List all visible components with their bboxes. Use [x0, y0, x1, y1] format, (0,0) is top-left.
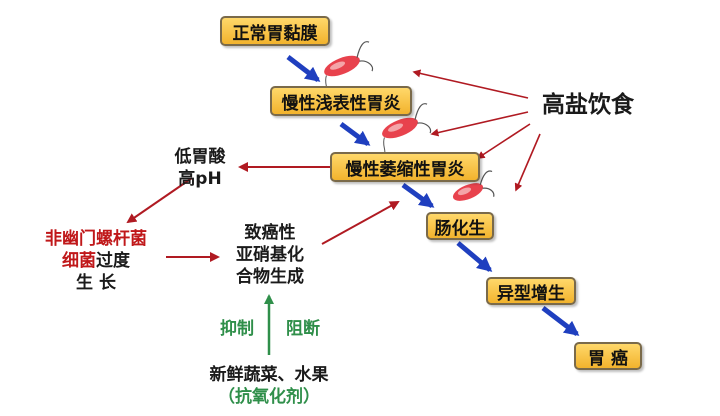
salt-arrow-to-metaplasia	[514, 133, 541, 192]
flow-arrow-2	[339, 121, 371, 147]
non-hp-bacteria-label: 非幽门螺杆菌	[45, 229, 147, 249]
compound-formation-label: 合物生成	[236, 267, 304, 287]
overgrowth-word: 过度	[96, 251, 130, 271]
block-label: 阻断	[286, 319, 320, 339]
stage-box-normal-mucosa: 正常胃黏膜	[220, 16, 330, 46]
growth-label: 生 长	[76, 273, 116, 293]
inhibit-label: 抑制	[220, 319, 254, 339]
stage-box-chronic-superficial: 慢性浅表性胃炎	[270, 86, 412, 116]
high-ph-label: 高pH	[178, 169, 222, 189]
salt-arrow-to-normal	[412, 69, 529, 99]
salt-arrow-to-atrophic	[476, 123, 531, 159]
carcinogen-to-atrophic-arrow	[321, 201, 400, 245]
antioxidant-label: （抗氧化剂）	[218, 387, 320, 407]
flow-arrow-3	[401, 182, 435, 209]
fresh-produce-label: 新鲜蔬菜、水果	[209, 365, 329, 385]
stage-box-gastric-cancer: 胃 癌	[574, 342, 642, 370]
flow-arrow-5	[541, 306, 580, 336]
bacterium-icon-1	[324, 41, 374, 95]
stage-box-intestinal-metaplasia: 肠化生	[426, 212, 494, 240]
flow-arrow-4	[456, 241, 493, 272]
flow-arrow-1	[286, 55, 321, 82]
carcinogenic-label: 致癌性	[244, 223, 296, 243]
salt-arrow-to-superficial	[430, 111, 529, 137]
acid-to-bacteria-arrow	[126, 177, 193, 224]
bacterium-icon-2	[382, 103, 432, 157]
nitroso-label: 亚硝基化	[236, 245, 304, 265]
stage-box-chronic-atrophic: 慢性萎缩性胃炎	[330, 152, 480, 182]
bacteria-word: 细菌	[62, 251, 96, 271]
stage-box-dysplasia: 异型增生	[486, 277, 576, 305]
bacterium-icon-3	[452, 170, 495, 201]
high-salt-diet-label: 高盐饮食	[542, 92, 634, 118]
low-acid-label: 低胃酸	[174, 147, 226, 167]
bacteria-overgrowth-label: 细菌过度	[34, 250, 158, 272]
